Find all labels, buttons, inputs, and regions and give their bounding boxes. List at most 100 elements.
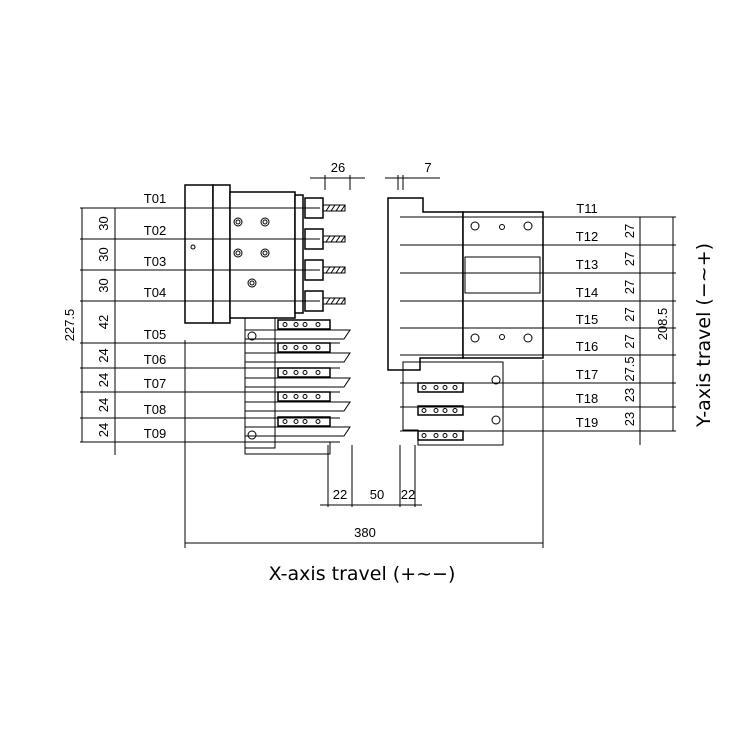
right-spacing-label: 27 [622, 252, 637, 266]
tool-label-t12: T12 [576, 229, 598, 244]
drill-offset-label: 26 [331, 160, 345, 175]
hole [421, 385, 427, 390]
drill-bit [322, 297, 346, 305]
dimension-lines [80, 175, 676, 548]
tool-label-t01: T01 [144, 191, 166, 206]
hole [452, 385, 458, 390]
hole [315, 394, 321, 399]
left-spacing-label: 24 [96, 348, 111, 362]
hole [433, 408, 439, 413]
gang-holder [417, 405, 464, 416]
left-turret [184, 184, 304, 324]
gang-holder [277, 416, 331, 427]
gang-holder [417, 382, 464, 393]
bolt [247, 331, 257, 341]
tool-label-t05: T05 [144, 327, 166, 342]
gang-tool [244, 401, 351, 412]
drill-bit [322, 266, 346, 274]
gang-tool [244, 377, 351, 388]
hole [315, 370, 321, 375]
tool-label-t13: T13 [576, 257, 598, 272]
right-spacing-label: 27 [622, 307, 637, 321]
gang-plate [402, 361, 504, 446]
tool-label-t11: T11 [576, 201, 597, 216]
hole [442, 408, 448, 413]
bottom-dim-a: 22 [333, 487, 347, 502]
tool-label-t17: T17 [576, 367, 598, 382]
tool-label-t18: T18 [576, 391, 598, 406]
hole [282, 370, 288, 375]
hole [442, 433, 448, 438]
drill-flute [330, 204, 336, 212]
hole [315, 345, 321, 350]
drill-flute [325, 204, 331, 212]
hole [302, 322, 308, 327]
bolt [247, 430, 257, 440]
tool-label-t03: T03 [144, 254, 166, 269]
x-axis-travel-label: X-axis travel (+~−) [269, 563, 456, 585]
left-spacing-label: 30 [96, 216, 111, 230]
right-gang-block [387, 197, 544, 371]
hole [442, 385, 448, 390]
left-spacing-label: 24 [96, 373, 111, 387]
y-axis-travel-label: Y-axis travel (−~+) [693, 243, 715, 428]
drill-flute [340, 204, 346, 212]
hole [315, 322, 321, 327]
right-spacing-label: 27.5 [622, 356, 637, 381]
right-spacing-label: 27 [622, 280, 637, 294]
tool-label-t07: T07 [144, 376, 166, 391]
drill-tools [304, 197, 346, 312]
tool-label-t02: T02 [144, 223, 166, 238]
drill-flute [330, 235, 336, 243]
gang-holder [277, 342, 331, 353]
tool-label-t06: T06 [144, 352, 166, 367]
right-total-label: 208.5 [655, 308, 670, 341]
hole [302, 394, 308, 399]
gang-offset-label: 7 [424, 160, 431, 175]
right-spacing-label: 27 [622, 224, 637, 238]
tool-label-t15: T15 [576, 312, 598, 327]
hole [293, 394, 299, 399]
drill-flute [335, 235, 341, 243]
drill-flute [330, 297, 336, 305]
hole [282, 345, 288, 350]
hole [302, 345, 308, 350]
gang-tool [244, 329, 351, 340]
bottom-total-label: 380 [354, 525, 376, 540]
left-spacing-label: 24 [96, 398, 111, 412]
left-spacing-label: 30 [96, 278, 111, 292]
hole [421, 433, 427, 438]
drill-flute [335, 266, 341, 274]
hole [315, 419, 321, 424]
drill-flute [340, 266, 346, 274]
gang-holder [277, 367, 331, 378]
left-spacing-label: 30 [96, 247, 111, 261]
tool-label-t16: T16 [576, 339, 598, 354]
hole [433, 385, 439, 390]
bolt [491, 375, 501, 385]
hole [302, 419, 308, 424]
hole [452, 433, 458, 438]
left-total-label: 227.5 [62, 309, 77, 342]
right-spacing-label: 27 [622, 334, 637, 348]
tool-label-t09: T09 [144, 426, 166, 441]
gang-holder [417, 430, 464, 441]
hole [293, 345, 299, 350]
hole [433, 433, 439, 438]
bottom-dim-b: 50 [370, 487, 384, 502]
right-spacing-label: 23 [622, 388, 637, 402]
drill-flute [325, 266, 331, 274]
hole [282, 419, 288, 424]
tool-label-t14: T14 [576, 285, 598, 300]
drill-bit [322, 204, 346, 212]
gang-holder [277, 391, 331, 402]
right-gang-tools [402, 361, 504, 446]
hole [293, 419, 299, 424]
drill-bit [322, 235, 346, 243]
drill-flute [325, 297, 331, 305]
hole [282, 322, 288, 327]
drill-flute [335, 297, 341, 305]
hole [421, 408, 427, 413]
right-spacing-label: 23 [622, 412, 637, 426]
